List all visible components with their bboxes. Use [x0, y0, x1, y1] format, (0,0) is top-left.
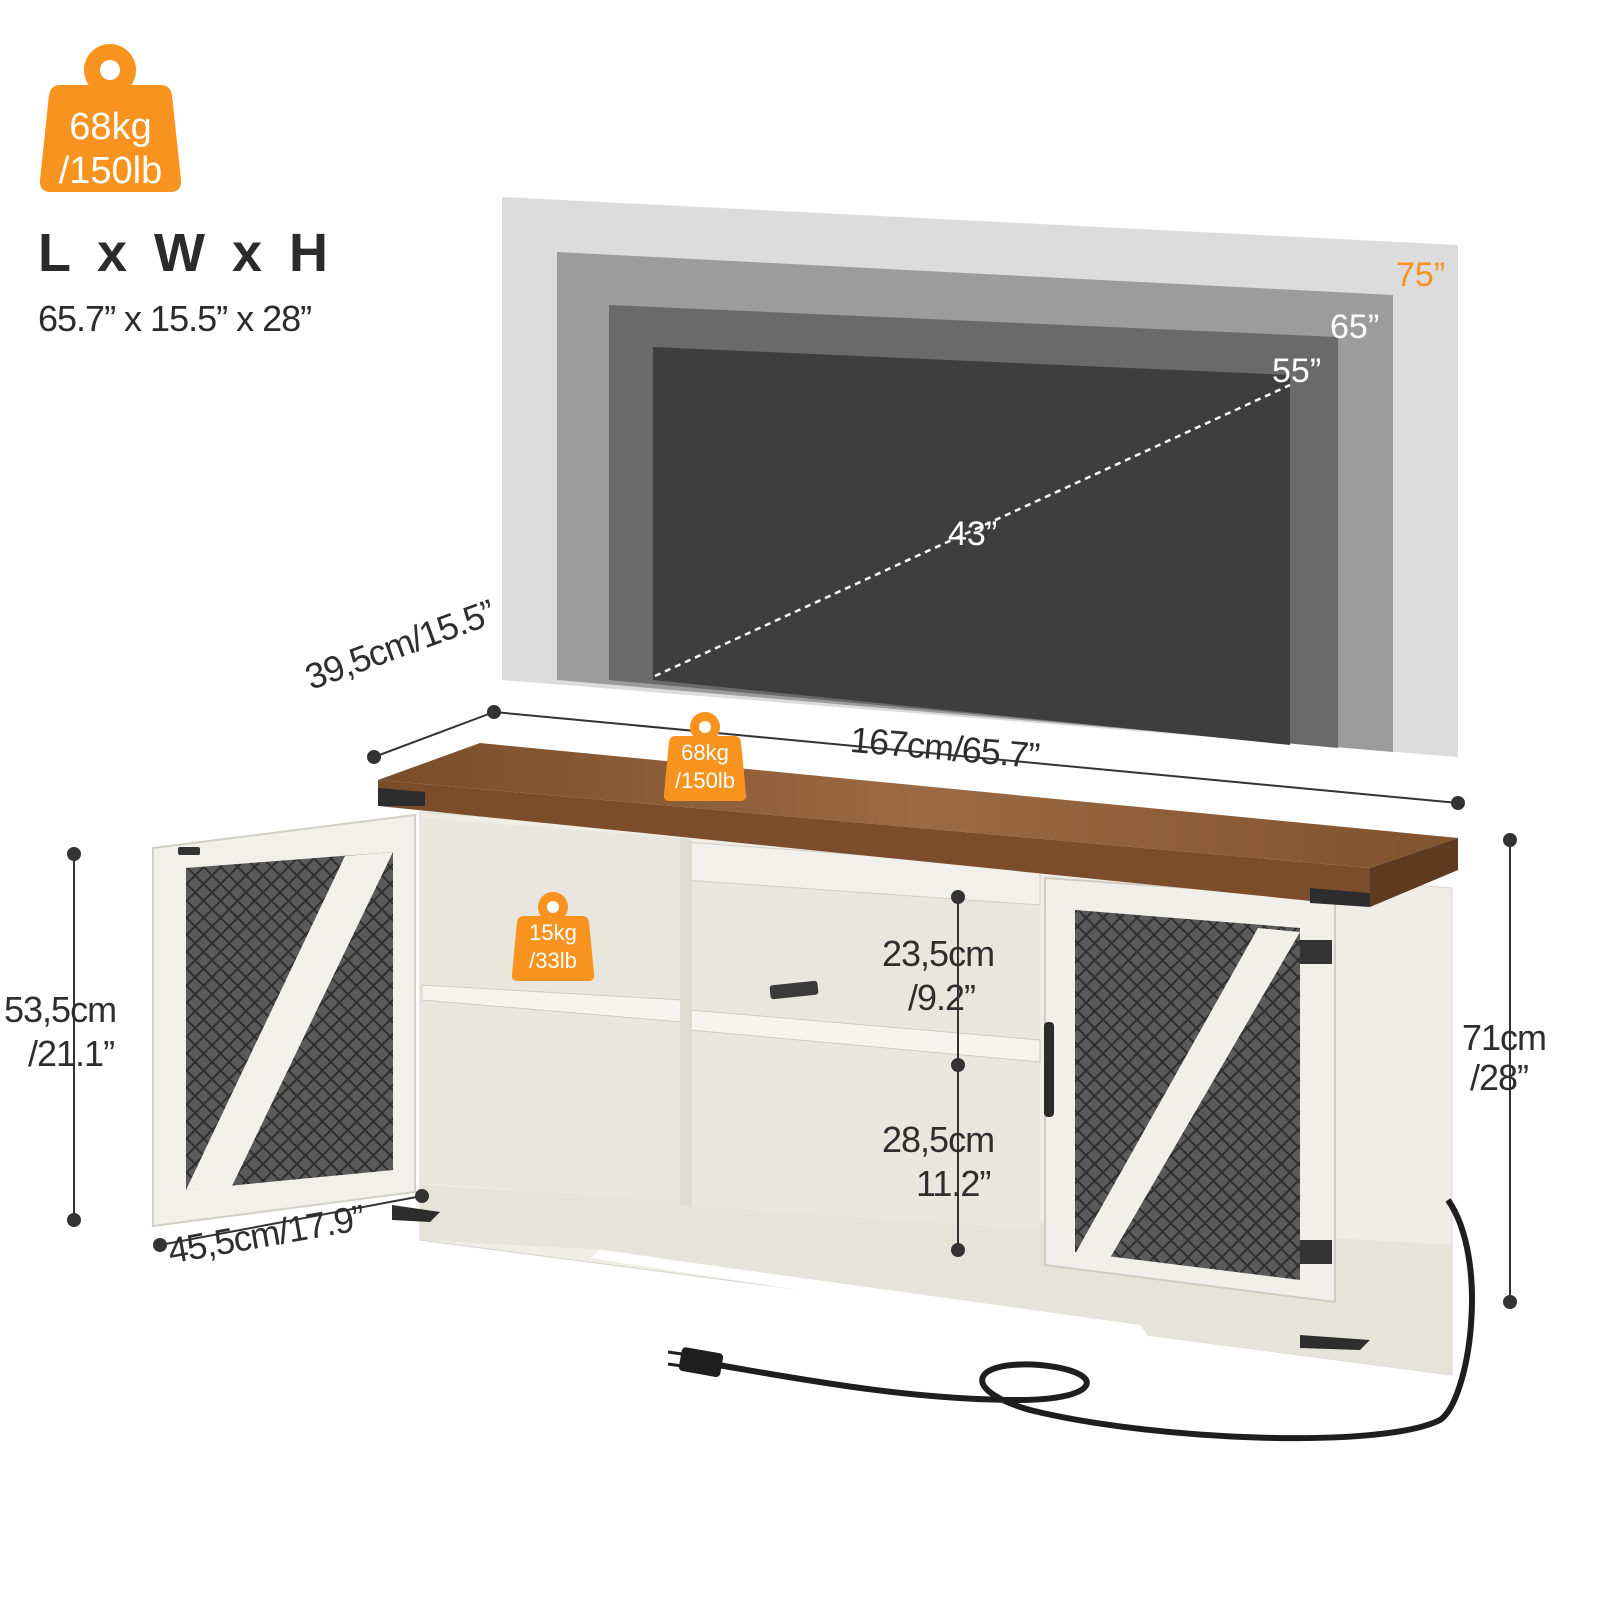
tv-size-43: 43”	[948, 515, 998, 553]
left-door-latch	[178, 847, 200, 855]
total-height-cm: 71cm	[1462, 1017, 1547, 1058]
upper-shelf-cm: 23,5cm	[882, 933, 995, 974]
plug-prong	[667, 1362, 683, 1368]
cabinet-height-cm: 53,5cm	[4, 989, 117, 1030]
power-outlet	[769, 980, 819, 1000]
power-plug	[678, 1347, 724, 1378]
weight-tag-icon	[663, 712, 747, 801]
hinge-top	[1300, 940, 1332, 964]
top-weight-kg: 68kg	[681, 740, 729, 765]
tv-size-65: 65”	[1330, 308, 1380, 346]
hinge-bottom	[1300, 1240, 1332, 1264]
left-door-brace	[186, 852, 393, 1190]
lower-shelf-cm: 28,5cm	[882, 1119, 995, 1160]
tv-size-55: 55”	[1272, 352, 1322, 390]
weight-badge: 68kg /150lb	[38, 40, 183, 195]
center-divider	[680, 838, 692, 1208]
tv-size-diagram	[502, 197, 1458, 757]
right-door-handle	[1044, 1022, 1054, 1117]
cabinet-height-in: /21.1”	[28, 1033, 115, 1074]
total-height-in: /28”	[1470, 1057, 1529, 1098]
weight-tag-icon	[511, 892, 595, 981]
wood-top-surface	[378, 743, 1458, 868]
base-bracket-right	[1300, 1335, 1370, 1350]
plug-prong	[667, 1350, 683, 1356]
shelf-weight-lb: /33lb	[529, 948, 577, 973]
corner-bracket-right	[1310, 888, 1370, 907]
wood-top-front	[378, 780, 1370, 907]
upper-shelf-in: /9.2”	[908, 977, 976, 1018]
right-door-brace	[1075, 928, 1300, 1258]
weight-badge-kg: 68kg	[69, 106, 152, 148]
dims-title: L x W x H	[38, 223, 335, 283]
weight-badge-lb: /150lb	[58, 150, 163, 192]
base-bracket-left	[392, 1205, 440, 1222]
shelf-weight-kg: 15kg	[529, 920, 577, 945]
tv-size-75: 75”	[1396, 256, 1446, 294]
power-cord	[699, 1198, 1475, 1442]
wood-top-side	[1370, 838, 1458, 907]
dimension-lines	[67, 705, 1517, 1309]
top-weight-lb: /150lb	[675, 768, 735, 793]
weight-tag-icon	[39, 44, 182, 192]
dims-value: 65.7” x 15.5” x 28”	[38, 298, 312, 339]
corner-bracket-left	[378, 788, 425, 806]
top-weight-badge: 68kg /150lb	[663, 710, 747, 802]
lower-shelf-in: 11.2”	[916, 1163, 991, 1204]
stand-plinth-cut	[590, 1250, 1155, 1345]
shelf-weight-badge: 15kg /33lb	[511, 890, 595, 982]
tv-43-screen	[653, 347, 1290, 745]
